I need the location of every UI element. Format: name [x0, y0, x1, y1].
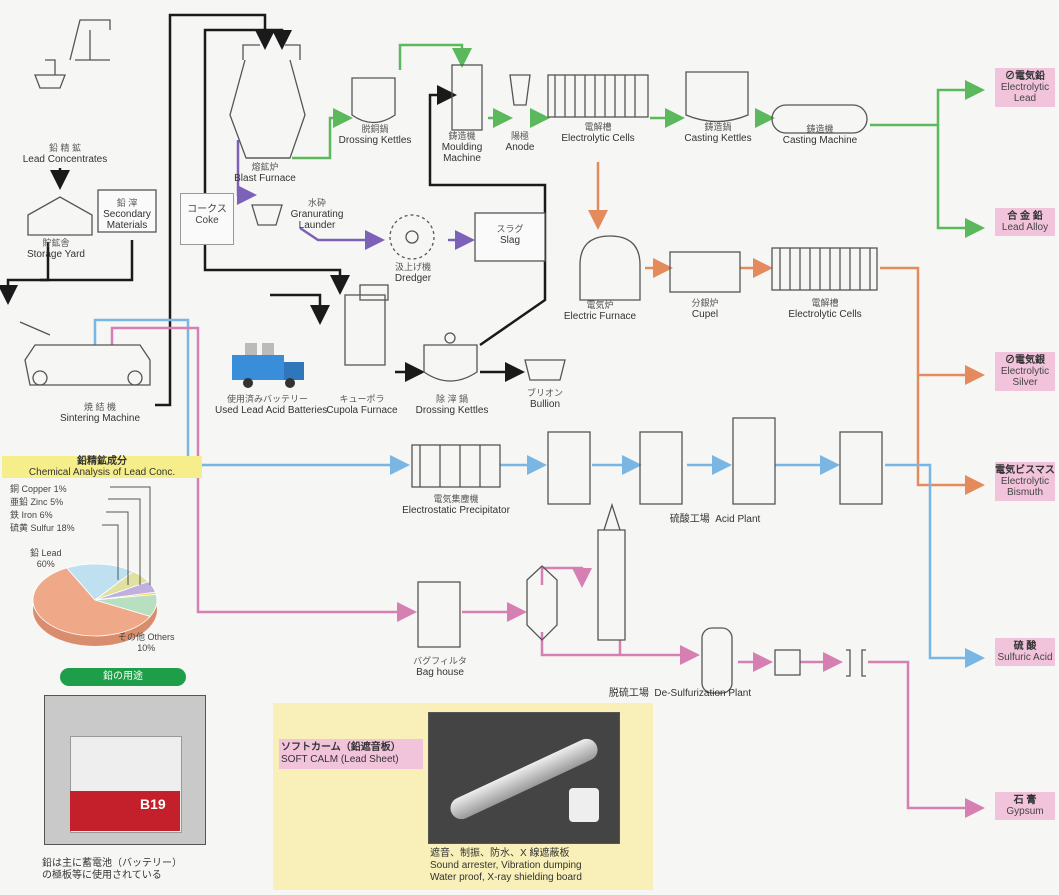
analysis-row-zinc: 亜鉛 Zinc 5% [10, 495, 63, 508]
battery-label: B19 [140, 796, 166, 812]
analysis-row-sulfur: 硫黄 Sulfur 18% [10, 521, 75, 534]
analysis-row-iron: 鉄 Iron 6% [10, 508, 53, 521]
label-desulfurization-plant: 脱硫工場 De-Sulfurization Plant [590, 688, 770, 699]
uses-caption: 鉛は主に蓄電池（バッテリー）の極板等に使用されている [42, 858, 182, 882]
soft-calm-title: ソフトカーム（鉛遮音板）SOFT CALM (Lead Sheet) [279, 739, 423, 769]
analysis-row-copper: 銅 Copper 1% [10, 482, 67, 495]
blue-flow-lines [95, 320, 980, 658]
black-flow-lines [8, 15, 545, 405]
orange-flow-lines [598, 162, 980, 485]
battery-photo: B19 [44, 695, 206, 845]
battery-truck [232, 343, 304, 388]
lead-sheet-photo [428, 712, 620, 844]
uses-pill: 鉛の用途 [60, 668, 186, 686]
label-acid-plant: 硫酸工場 Acid Plant [660, 514, 770, 525]
